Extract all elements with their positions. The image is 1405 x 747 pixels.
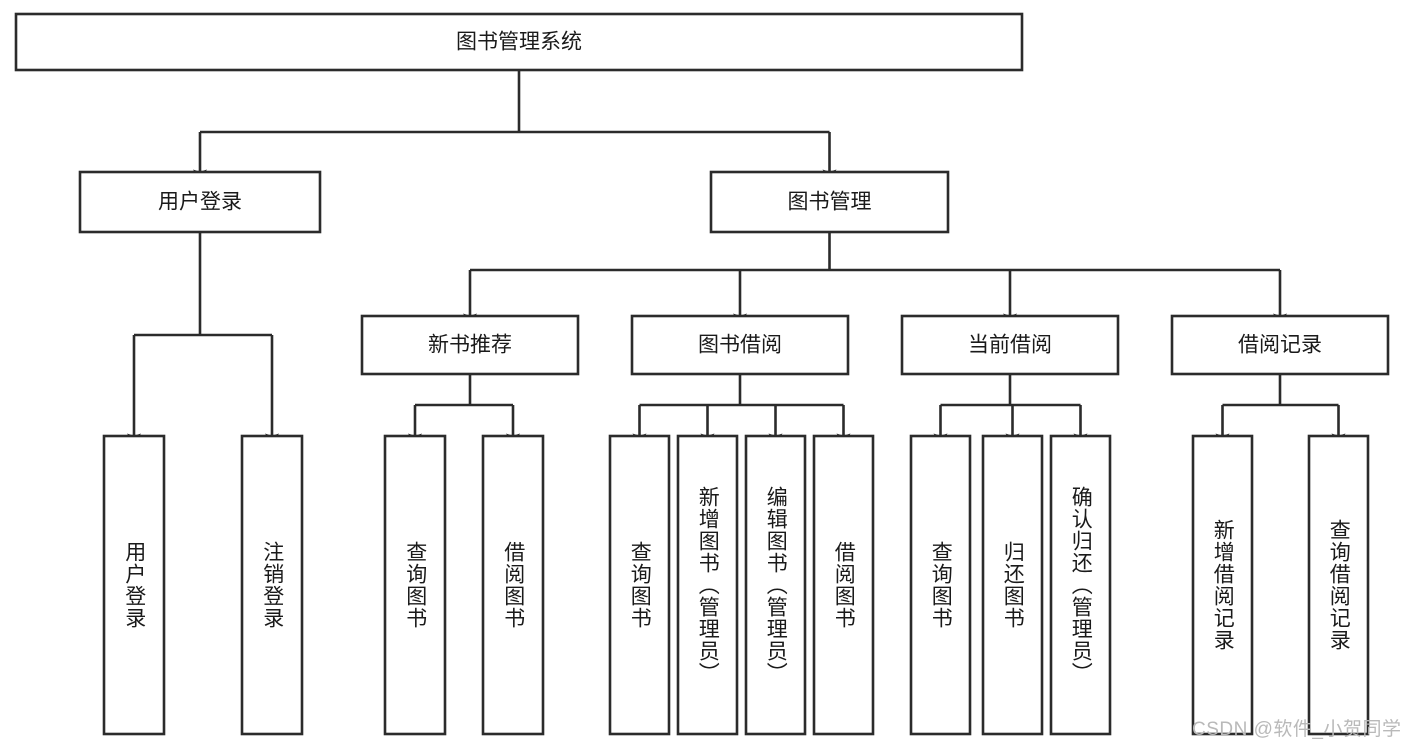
leaf-node-leaf-edit-book-admin[interactable]: [744, 434, 807, 736]
node-book-manage[interactable]: [709, 170, 950, 234]
node-borrow-record[interactable]: [1170, 314, 1390, 376]
leaf-node-leaf-query-book-1[interactable]: [383, 434, 447, 736]
leaf-node-leaf-user-login[interactable]: [102, 434, 166, 736]
node-label-book-manage: 图书管理: [788, 191, 872, 214]
connector-layer: [127, 70, 1346, 445]
node-label-book-borrow: 图书借阅: [698, 334, 782, 357]
leaf-node-leaf-add-borrow-record[interactable]: [1191, 434, 1254, 736]
node-book-borrow[interactable]: [630, 314, 850, 376]
node-label-new-book-recommend: 新书推荐: [428, 334, 512, 357]
leaf-node-leaf-query-book-2[interactable]: [608, 434, 671, 736]
root-node-book-management-system[interactable]: [14, 12, 1024, 72]
leaf-node-leaf-borrow-book-2[interactable]: [812, 434, 875, 736]
csdn-watermark: CSDN @软件_小贺同学: [1192, 719, 1402, 740]
leaf-node-leaf-logout-login[interactable]: [240, 434, 304, 736]
node-current-borrow[interactable]: [900, 314, 1120, 376]
node-label-current-borrow: 当前借阅: [968, 334, 1052, 357]
leaf-node-leaf-add-book-admin[interactable]: [676, 434, 739, 736]
node-user-login[interactable]: [78, 170, 322, 234]
leaf-node-leaf-confirm-return-admin[interactable]: [1049, 434, 1112, 736]
box-layer: [14, 12, 1390, 736]
leaf-node-leaf-return-book[interactable]: [981, 434, 1044, 736]
node-label-borrow-record: 借阅记录: [1238, 334, 1322, 357]
root-node-label: 图书管理系统: [456, 31, 582, 54]
node-new-book-recommend[interactable]: [360, 314, 580, 376]
node-label-user-login: 用户登录: [158, 191, 242, 214]
leaf-node-leaf-borrow-book-1[interactable]: [481, 434, 545, 736]
leaf-node-leaf-query-borrow-record[interactable]: [1307, 434, 1370, 736]
leaf-node-leaf-query-book-3[interactable]: [909, 434, 972, 736]
